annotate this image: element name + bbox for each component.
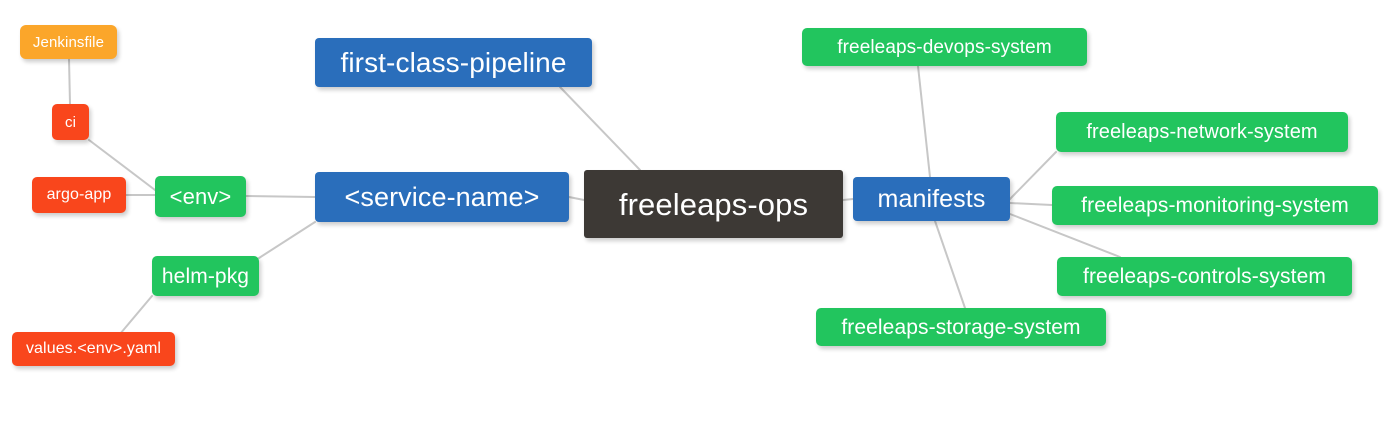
node-network[interactable]: freeleaps-network-system xyxy=(1056,112,1348,152)
node-label: Jenkinsfile xyxy=(32,33,105,51)
node-argo-app[interactable]: argo-app xyxy=(32,177,126,213)
node-label: freeleaps-devops-system xyxy=(837,36,1052,58)
node-devops[interactable]: freeleaps-devops-system xyxy=(802,28,1087,66)
edge-env-to-service-name xyxy=(245,195,316,198)
node-ci[interactable]: ci xyxy=(52,104,89,140)
node-values-yaml[interactable]: values.<env>.yaml xyxy=(12,332,175,366)
node-monitoring[interactable]: freeleaps-monitoring-system xyxy=(1052,186,1378,225)
edge-first-class-pipeline-to-freeleaps-ops xyxy=(559,86,641,171)
node-label: freeleaps-controls-system xyxy=(1083,265,1326,288)
node-manifests[interactable]: manifests xyxy=(853,177,1010,221)
node-label: freeleaps-storage-system xyxy=(841,315,1081,339)
edge-service-name-to-freeleaps-ops xyxy=(568,196,585,201)
node-label: freeleaps-network-system xyxy=(1086,121,1318,143)
edge-helm-pkg-to-values-yaml xyxy=(119,295,153,335)
edge-jenkinsfile-to-ci xyxy=(68,58,71,105)
edge-manifests-to-monitoring xyxy=(1009,202,1053,206)
edge-freeleaps-ops-to-manifests xyxy=(842,198,854,201)
edge-manifests-to-storage xyxy=(934,220,966,309)
node-label: helm-pkg xyxy=(161,264,250,288)
node-first-class-pipeline[interactable]: first-class-pipeline xyxy=(315,38,592,87)
node-label: values.<env>.yaml xyxy=(25,340,162,357)
node-env[interactable]: <env> xyxy=(155,176,246,217)
node-storage[interactable]: freeleaps-storage-system xyxy=(816,308,1106,346)
node-label: ci xyxy=(64,113,77,131)
edge-manifests-to-devops xyxy=(917,65,931,178)
node-label: freeleaps-monitoring-system xyxy=(1081,194,1349,217)
edge-manifests-to-network xyxy=(1009,151,1057,200)
node-label: <env> xyxy=(169,183,232,209)
node-helm-pkg[interactable]: helm-pkg xyxy=(152,256,259,296)
node-label: manifests xyxy=(877,184,986,213)
node-label: <service-name> xyxy=(344,181,540,212)
node-label: argo-app xyxy=(46,186,112,203)
node-freeleaps-ops[interactable]: freeleaps-ops xyxy=(584,170,843,238)
node-controls[interactable]: freeleaps-controls-system xyxy=(1057,257,1352,296)
node-jenkinsfile[interactable]: Jenkinsfile xyxy=(20,25,117,59)
node-label: freeleaps-ops xyxy=(618,186,809,222)
node-service-name[interactable]: <service-name> xyxy=(315,172,569,222)
edge-service-name-to-helm-pkg xyxy=(258,221,316,259)
node-label: first-class-pipeline xyxy=(340,46,567,78)
